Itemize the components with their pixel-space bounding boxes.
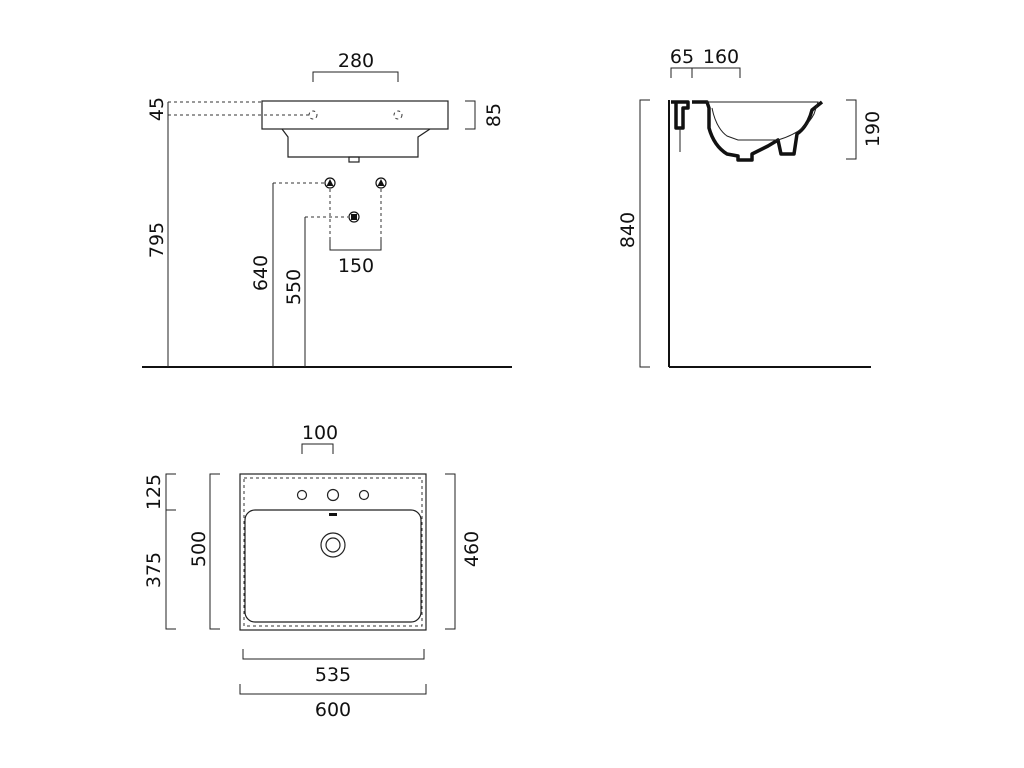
side-view: 65 160 190 840 — [617, 46, 884, 368]
front-basin-rim — [261, 100, 449, 130]
dim-640-label: 640 — [250, 255, 272, 291]
side-basin-section — [671, 100, 824, 162]
dim-280-label: 280 — [338, 50, 374, 72]
top-basin-inner-dash — [243, 477, 423, 627]
front-waste-outlet — [348, 156, 360, 163]
front-view: 280 45 85 795 640 550 — [142, 50, 512, 368]
front-supply-right-icon — [375, 177, 387, 189]
dim-280-line — [312, 71, 399, 82]
dim-100-label: 100 — [302, 422, 338, 444]
dim-85-label: 85 — [483, 103, 505, 127]
top-tap-hole-center-icon — [326, 488, 340, 502]
top-tap-hole-right-icon — [358, 489, 370, 501]
top-drain-outer-icon — [320, 532, 346, 558]
top-overflow-slot-icon — [329, 513, 337, 516]
dim-500-line — [209, 473, 220, 630]
dim-190-label: 190 — [862, 111, 884, 147]
dim-65-line — [670, 67, 693, 78]
dim-795-label: 795 — [146, 222, 168, 258]
dim-160-label: 160 — [703, 46, 739, 68]
front-basin-bowl — [281, 128, 431, 158]
front-waste-point-icon — [348, 211, 360, 223]
dim-150-label: 150 — [338, 255, 374, 277]
dim-160-line — [692, 67, 741, 78]
dim-840-line — [639, 99, 650, 368]
dim-460-label: 460 — [461, 531, 483, 567]
front-tap-hole-right — [393, 110, 403, 120]
front-supply-left-icon — [324, 177, 336, 189]
top-basin-outer — [239, 473, 427, 631]
dim-535-label: 535 — [315, 664, 351, 686]
top-basin-bowl — [244, 509, 422, 623]
dim-65-label: 65 — [670, 46, 694, 68]
dim-375-label: 375 — [143, 552, 165, 588]
dim-460-line — [445, 473, 456, 630]
top-view: 100 125 375 500 460 535 600 — [143, 422, 483, 721]
dim-125-label: 125 — [143, 474, 165, 510]
dim-600-line — [239, 684, 427, 695]
dim-500-label: 500 — [188, 531, 210, 567]
dim-550-label: 550 — [283, 269, 305, 305]
front-tap-hole-left — [308, 110, 318, 120]
side-basin-inner — [706, 101, 819, 141]
dim-100-line — [301, 443, 334, 454]
dim-840-label: 840 — [617, 212, 639, 248]
dim-375-line — [165, 510, 176, 630]
dim-190-line — [846, 99, 857, 160]
dim-150-line — [329, 240, 382, 251]
dim-45-label: 45 — [146, 97, 168, 121]
dim-85-line — [465, 100, 476, 130]
top-drain-inner-icon — [325, 537, 341, 553]
dim-600-label: 600 — [315, 699, 351, 721]
dim-125-line — [165, 473, 176, 511]
dim-535-line — [242, 649, 425, 660]
top-tap-hole-left-icon — [296, 489, 308, 501]
